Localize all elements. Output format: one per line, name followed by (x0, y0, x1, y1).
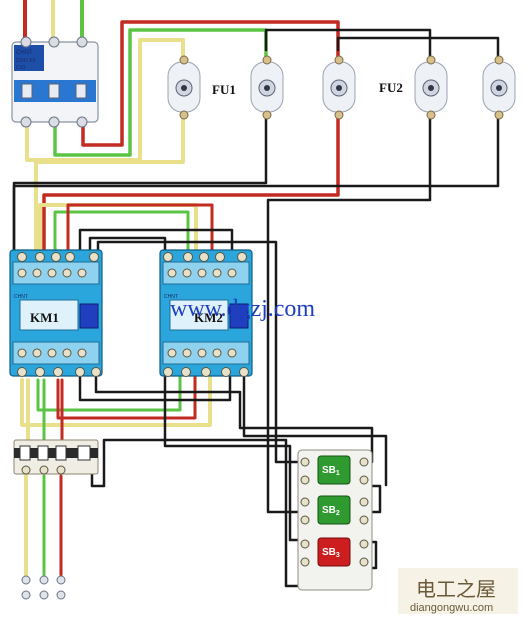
breaker-toggle-2[interactable] (48, 83, 60, 99)
breaker-toggle-3[interactable] (75, 83, 87, 99)
km-bottom-black-2 (94, 370, 374, 464)
km-bottom-yellow (20, 370, 212, 427)
control-line-1 (266, 116, 432, 514)
breaker-brand-text: CHNT (16, 50, 33, 56)
km-bottom-red (56, 370, 197, 420)
yellow-feed-wire (25, 38, 185, 162)
svg-text:SB2: SB2 (322, 505, 340, 517)
relay-terminals (21, 465, 66, 475)
breaker-model-text: DZ47-63 (16, 58, 36, 64)
circuit-breaker: CHNT DZ47-63 C10 (11, 36, 99, 128)
wiring (12, 0, 500, 588)
svg-text:SB3: SB3 (322, 547, 340, 559)
fuse-5 (482, 55, 516, 120)
km1-brand: CHNT (14, 294, 28, 300)
fuse-2 (250, 55, 284, 120)
logo-chinese-text: 电工之屋 (416, 577, 496, 601)
km2-armature (229, 303, 249, 329)
motor-terminals (21, 575, 66, 600)
fuse-3 (322, 55, 356, 120)
sb2-sub: 2 (336, 510, 340, 517)
sb1-button[interactable]: SB1 (317, 455, 351, 485)
km2-label: KM2 (194, 310, 223, 325)
push-button-station: SB1 SB2 SB3 (297, 449, 373, 591)
contactor-km1: CHNT KM1 (9, 249, 103, 377)
red-bus (42, 116, 340, 252)
breaker-label-plate (14, 45, 44, 71)
sb1-sub: 1 (336, 470, 340, 477)
km-bottom-black-4 (163, 370, 304, 542)
sb2-label: SB (322, 505, 336, 516)
red-feed-wire (81, 20, 340, 147)
km1-terminals (17, 252, 101, 377)
sb3-sub: 3 (336, 552, 340, 559)
yellow-bus (34, 116, 185, 252)
breaker-rating-text: C10 (16, 65, 25, 71)
logo-url-text: diangongwu.com (410, 602, 493, 614)
km-top-green (53, 210, 190, 257)
thermal-relay (13, 439, 99, 475)
km1-label: KM1 (30, 310, 59, 325)
breaker-terminals (20, 36, 88, 128)
svg-text:SB1: SB1 (322, 465, 340, 477)
km2-terminals (163, 252, 249, 377)
site-logo: 电工之屋 diangongwu.com (398, 568, 518, 614)
control-fuse-wire-1 (264, 28, 432, 82)
km1-armature (79, 303, 99, 329)
fuse-4 (414, 55, 448, 120)
km-bottom-black-3 (242, 370, 388, 487)
button-terminals (300, 457, 369, 567)
fuse-1 (167, 55, 201, 120)
km2-brand: CHNT (164, 294, 178, 300)
fuses: FU1 FU2 (167, 55, 516, 120)
breaker-toggle-1[interactable] (21, 83, 33, 99)
sb3-button[interactable]: SB3 (317, 537, 351, 567)
sb1-label: SB (322, 465, 336, 476)
relay-aux-wire (90, 438, 304, 588)
fu2-label: FU2 (379, 80, 403, 95)
watermark-url: www.dgzj.com (170, 296, 315, 322)
control-line-2 (12, 116, 500, 262)
km-bottom-black-1 (78, 370, 232, 402)
sb3-label: SB (322, 547, 336, 558)
contactor-km2: CHNT KM2 (159, 249, 253, 377)
sb2-button[interactable]: SB2 (317, 495, 351, 525)
km-top-black-2 (88, 236, 167, 257)
fu1-label: FU1 (212, 82, 236, 97)
